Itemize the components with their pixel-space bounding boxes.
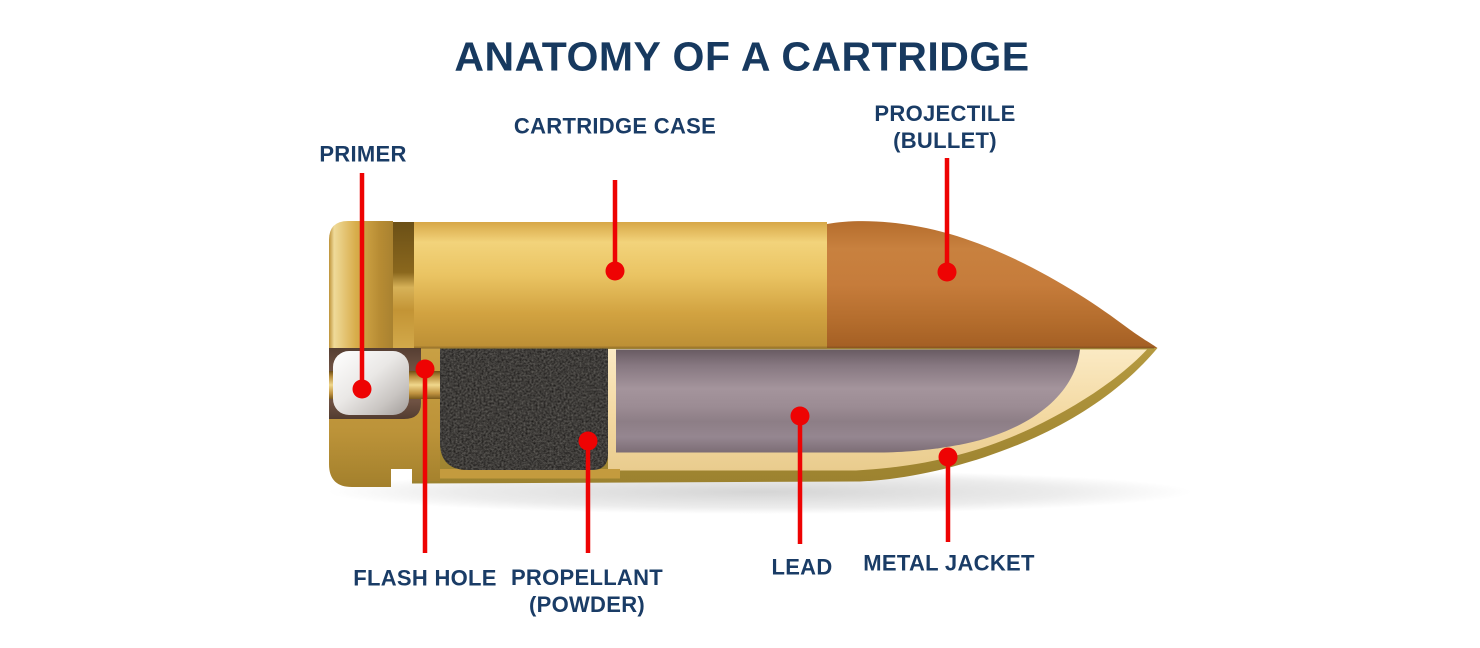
label-primer: PRIMER xyxy=(319,141,407,167)
label-projectile: PROJECTILE (BULLET) xyxy=(874,100,1015,154)
propellant-grain-texture xyxy=(440,348,608,470)
pointer-markers xyxy=(352,158,958,553)
label-projectile-line2: (BULLET) xyxy=(893,128,997,153)
propellant-pointer-dot xyxy=(578,431,598,451)
bullet-shape xyxy=(827,221,1158,348)
page-title: ANATOMY OF A CARTRIDGE xyxy=(454,33,1030,80)
label-propellant-line2: (POWDER) xyxy=(528,592,646,617)
lead-pointer-dot xyxy=(790,406,810,426)
centerline-shade xyxy=(414,346,1154,349)
label-projectile-line1: PROJECTILE xyxy=(874,101,1016,126)
lead-core-shape xyxy=(616,349,1080,453)
label-propellant-line1: PROPELLANT xyxy=(510,565,664,590)
flash-hole-pointer-dot xyxy=(415,359,435,379)
label-propellant: PROPELLANT (POWDER) xyxy=(511,564,663,618)
primer-shape xyxy=(333,351,409,415)
label-cartridge-case: CARTRIDGE CASE xyxy=(513,113,717,139)
cartridge-case-pointer-dot xyxy=(605,261,625,281)
projectile-pointer-dot xyxy=(937,262,957,282)
extraction-groove-shape xyxy=(393,222,414,348)
primer-pointer-dot xyxy=(352,379,372,399)
label-flash-hole: FLASH HOLE xyxy=(353,565,497,591)
label-lead: LEAD xyxy=(771,554,833,580)
label-metal-jacket: METAL JACKET xyxy=(863,550,1035,576)
cartridge-case-shape xyxy=(414,222,827,348)
metal-jacket-pointer-dot xyxy=(938,447,958,467)
case-bottom-wall-shape xyxy=(436,469,620,479)
